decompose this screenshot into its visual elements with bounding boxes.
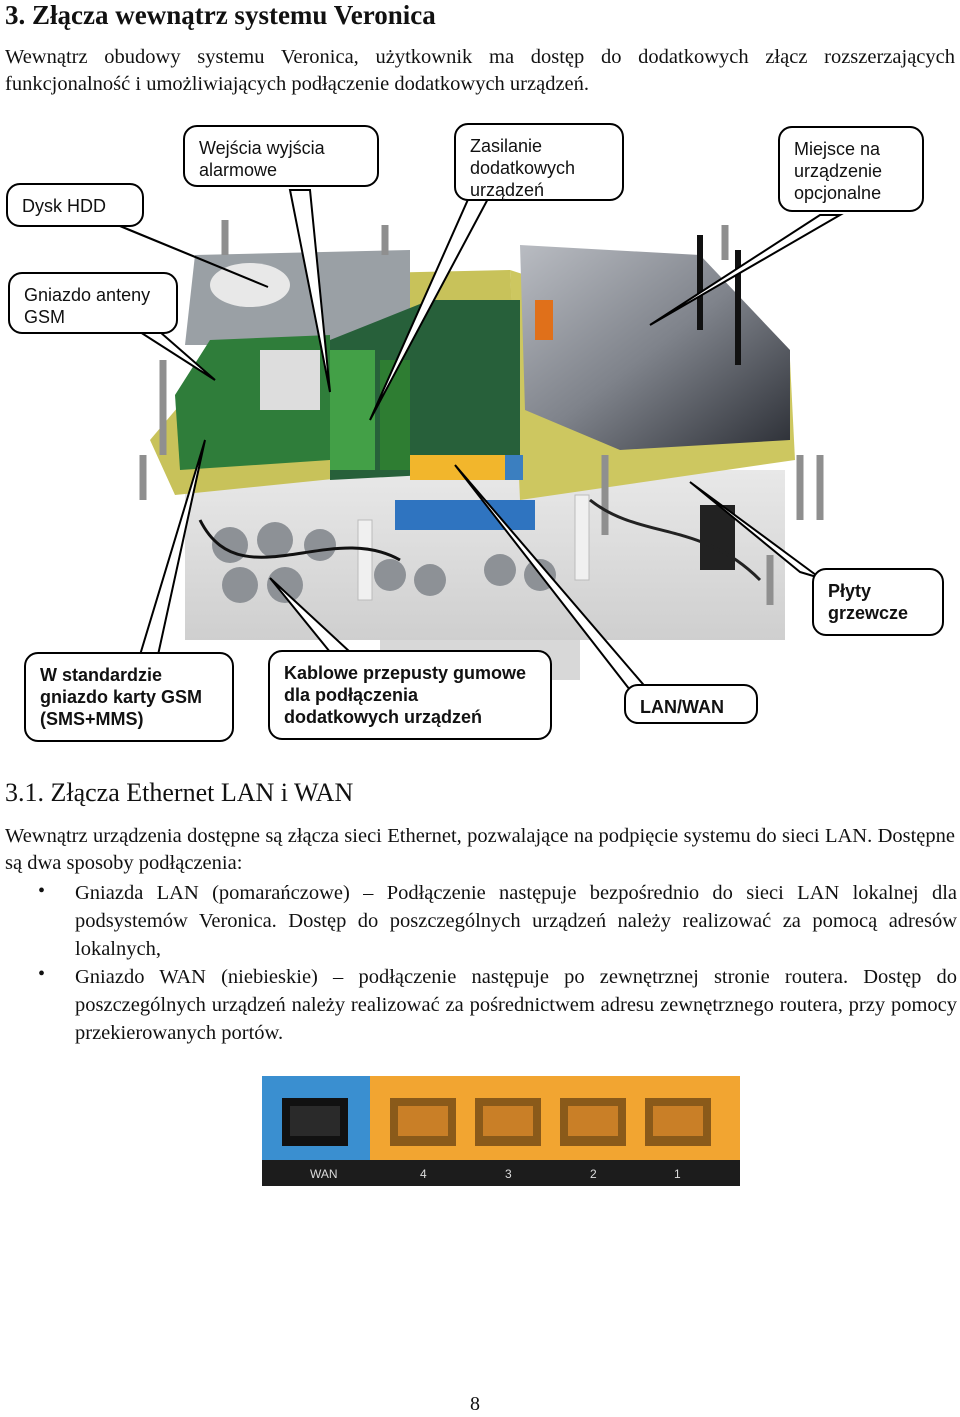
wan-port-blue	[505, 455, 523, 480]
bullet-wan: Gniazdo WAN (niebieskie) – podłączenie n…	[75, 966, 957, 1044]
callout-sim-slot: W standardzie gniazdo karty GSM (SMS+MMS…	[24, 652, 234, 742]
terminal-block-green	[330, 350, 375, 470]
intro-paragraph: Wewnątrz obudowy systemu Veronica, użytk…	[5, 46, 955, 95]
device-photo	[109, 189, 844, 691]
callout-power: Zasilanie dodatkowych urządzeń	[454, 123, 624, 201]
router-logo	[535, 300, 553, 340]
bullet-marker: •	[38, 963, 46, 985]
threaded-rods	[139, 220, 824, 605]
bullet-lan: Gniazda LAN (pomarańczowe) – Podłączenie…	[75, 882, 957, 960]
callout-hdd: Dysk HDD	[6, 183, 144, 227]
page-number: 8	[470, 1393, 480, 1415]
callout-optional-device: Miejsce na urządzenie opcjonalne	[778, 126, 924, 212]
wan-port-label: WAN	[310, 1167, 338, 1181]
cable	[589, 498, 762, 582]
port-label-strip	[262, 1160, 740, 1186]
callout-alarm-io: Wejścia wyjścia alarmowe	[183, 125, 379, 187]
lan-port-label-1: 1	[674, 1167, 681, 1181]
main-pcb	[330, 300, 520, 480]
spacer	[357, 519, 373, 601]
router-device	[520, 245, 790, 450]
blue-terminal-block	[395, 500, 535, 530]
section-paragraph: Wewnątrz urządzenia dostępne są złącza s…	[5, 825, 955, 874]
wan-socket	[282, 1098, 348, 1146]
terminal-block-dark	[380, 360, 410, 470]
page-heading: 3. Złącza wewnątrz systemu Veronica	[5, 0, 436, 30]
lan-port-label-4: 4	[420, 1167, 427, 1181]
lan-port-label-2: 2	[590, 1167, 597, 1181]
spacer	[574, 494, 590, 581]
section-heading: 3.1. Złącza Ethernet LAN i WAN	[5, 778, 354, 807]
callout-cable-glands: Kablowe przepusty gumowe dla podłączenia…	[268, 650, 552, 740]
callout-heaters: Płyty grzewcze	[812, 568, 944, 636]
hdd-label	[210, 263, 290, 307]
heater-element	[700, 505, 735, 570]
ethernet-ports-photo: WAN 4 3 2 1	[262, 1076, 740, 1186]
bullet-marker: •	[38, 880, 46, 902]
callout-gsm-antenna: Gniazdo anteny GSM	[8, 272, 178, 334]
lan-port-label-3: 3	[505, 1167, 512, 1181]
gsm-chip	[260, 350, 320, 410]
lan-ports-yellow	[410, 455, 510, 480]
callout-lan-wan: LAN/WAN	[624, 684, 758, 724]
lan-sockets	[390, 1098, 711, 1146]
cable	[198, 519, 401, 562]
